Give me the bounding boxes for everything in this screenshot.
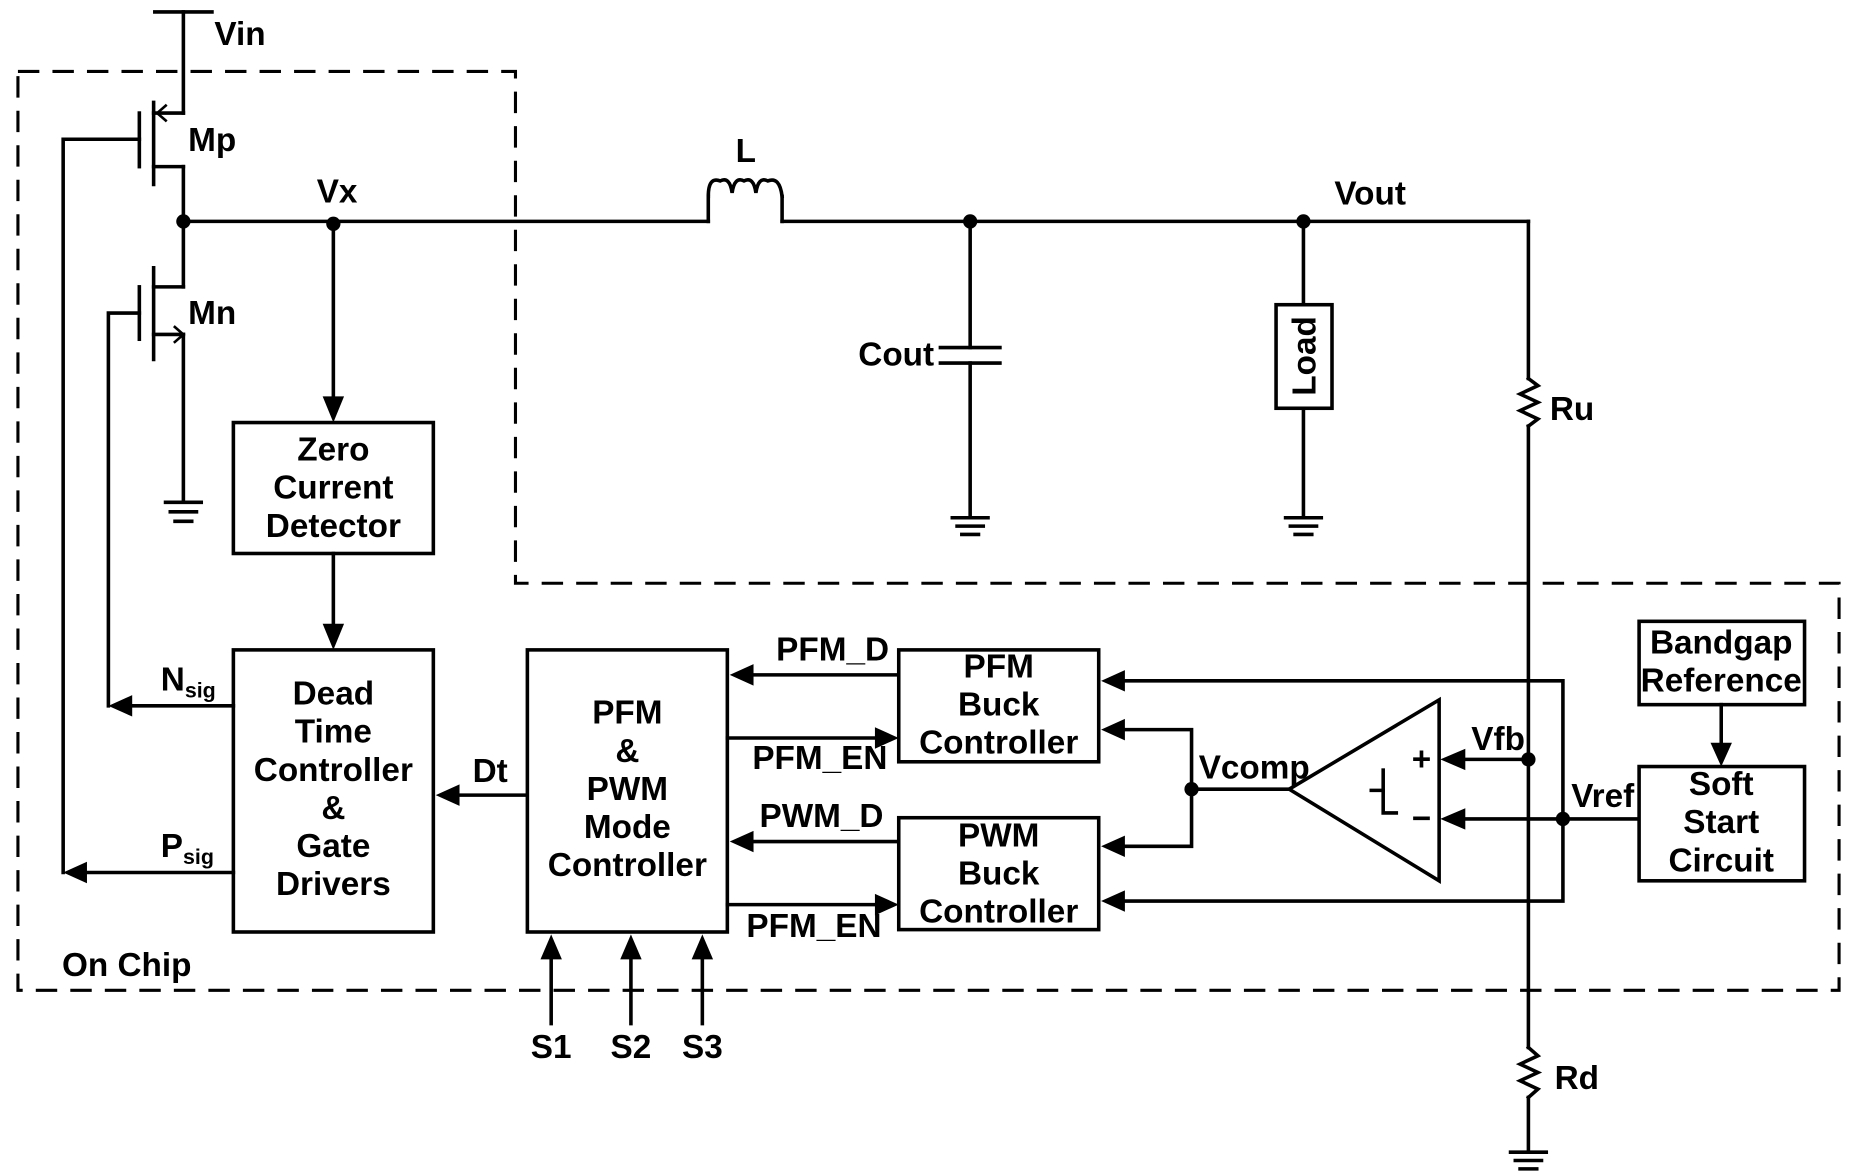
- pwm-buck-controller-block: [896, 815, 1101, 932]
- dead-time-controller-block: [231, 648, 436, 934]
- psig-main: P: [161, 828, 183, 865]
- power-stage: [61, 10, 214, 875]
- dtc-line-5: Gate: [296, 828, 370, 865]
- zcd-line-2: Current: [273, 470, 393, 507]
- vref-label: Vref: [1571, 778, 1635, 815]
- mn-label: Mn: [188, 295, 236, 332]
- output-stage: [176, 178, 1549, 1171]
- zcd-line-1: Zero: [297, 432, 369, 469]
- dtc-line-4: &: [321, 790, 345, 827]
- pfm-buck-line-1: PFM: [964, 648, 1034, 685]
- dtc-line-1: Dead: [293, 676, 374, 713]
- softstart-line-2: Start: [1683, 804, 1759, 841]
- load-label: Load: [1286, 316, 1323, 396]
- mode-controller-block: [525, 648, 730, 934]
- pfm-buck-controller-block: [896, 648, 1101, 764]
- mode-line-2: &: [615, 733, 639, 770]
- comparator-triangle: [1285, 696, 1441, 884]
- vout-label: Vout: [1334, 176, 1406, 213]
- ru-label: Ru: [1550, 391, 1594, 428]
- pwm-buck-line-3: Controller: [919, 893, 1078, 930]
- nsig-main: N: [161, 661, 185, 698]
- softstart-line-1: Soft: [1689, 766, 1754, 803]
- zero-current-detector-block: [231, 420, 436, 556]
- bandgap-reference-block: [1637, 619, 1807, 707]
- inductor-label: L: [736, 133, 756, 170]
- dtc-line-6: Drivers: [276, 866, 391, 903]
- pfm-buck-line-3: Controller: [919, 724, 1078, 761]
- nsig-subscript: sig: [185, 679, 216, 703]
- dtc-line-2: Time: [295, 714, 372, 751]
- s3-label[interactable]: S3: [682, 1029, 723, 1066]
- softstart-line-3: Circuit: [1668, 842, 1774, 879]
- mp-label: Mp: [188, 122, 236, 159]
- mode-line-4: Mode: [584, 809, 671, 846]
- bandgap-line-1: Bandgap: [1650, 624, 1793, 661]
- pwm-buck-line-2: Buck: [958, 855, 1040, 892]
- zcd-line-3: Detector: [266, 508, 401, 545]
- rd-label: Rd: [1555, 1060, 1599, 1097]
- pwm-d-label: PWM_D: [759, 798, 883, 835]
- comparator-plus: +: [1412, 741, 1431, 778]
- bandgap-line-2: Reference: [1641, 663, 1802, 700]
- pfm-d-label: PFM_D: [776, 632, 889, 669]
- vx-label: Vx: [317, 173, 358, 210]
- vcomp-label: Vcomp: [1199, 749, 1310, 786]
- psig-subscript: sig: [183, 845, 214, 869]
- soft-start-circuit-block: [1637, 764, 1807, 883]
- dt-label: Dt: [473, 753, 508, 790]
- s1-label[interactable]: S1: [531, 1029, 572, 1066]
- mode-line-3: PWM: [587, 771, 668, 808]
- psig-label: Psig: [161, 828, 214, 869]
- pfm-en-bottom-label: PFM_EN: [746, 908, 881, 945]
- mode-line-5: Controller: [548, 847, 707, 884]
- comparator-minus: −: [1412, 801, 1431, 838]
- on-chip-boundary: [16, 69, 1841, 992]
- mode-line-1: PFM: [592, 695, 662, 732]
- vfb-label: Vfb: [1471, 721, 1525, 758]
- pwm-buck-line-1: PWM: [958, 817, 1039, 854]
- on-chip-label: On Chip: [62, 947, 192, 984]
- dtc-line-3: Controller: [254, 752, 413, 789]
- s2-label[interactable]: S2: [611, 1029, 652, 1066]
- pfm-en-top-label: PFM_EN: [752, 740, 887, 777]
- nsig-label: Nsig: [161, 661, 216, 702]
- vin-label: Vin: [214, 16, 265, 53]
- cout-label: Cout: [858, 336, 934, 373]
- pfm-buck-line-2: Buck: [958, 686, 1040, 723]
